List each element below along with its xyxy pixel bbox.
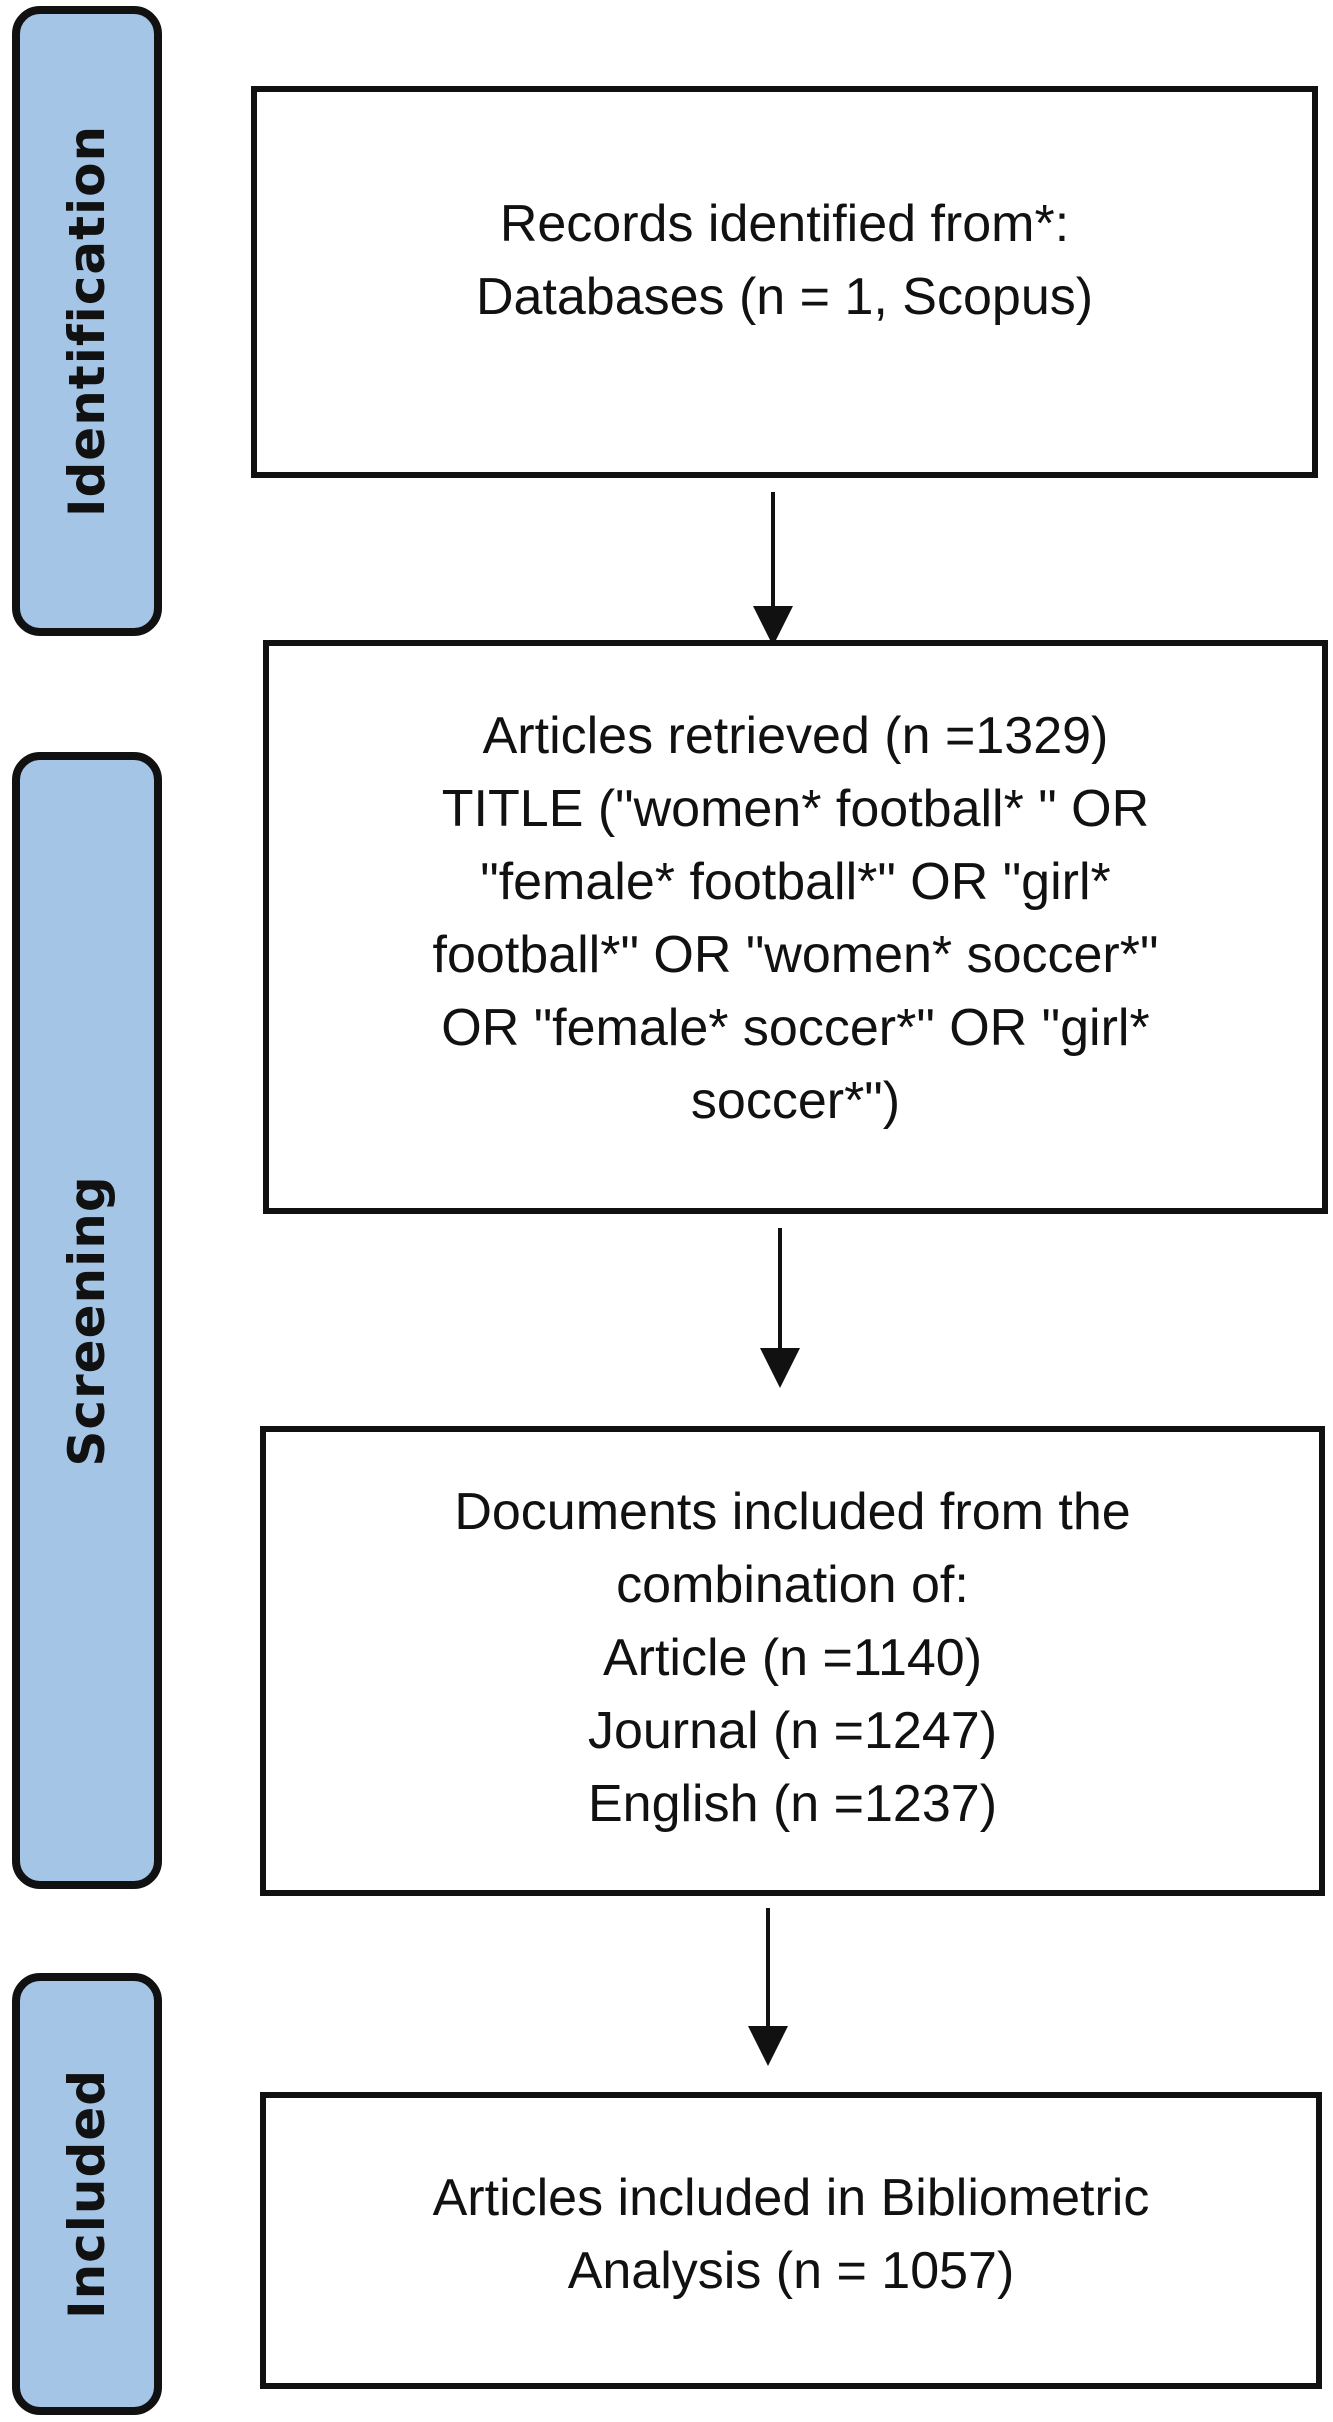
box-line: Records identified from*:: [499, 195, 1070, 253]
phase-included: Included: [12, 1973, 162, 2415]
phase-label-included: Included: [58, 2068, 116, 2320]
records-identified-box: Records identified from*: Databases (n =…: [251, 86, 1318, 478]
flow-arrow-2: [760, 1228, 800, 1388]
articles-retrieved-box: Articles retrieved (n =1329) TITLE ("wom…: [263, 640, 1328, 1214]
box-line: English (n =1237): [587, 1775, 998, 1833]
box-line: Databases (n = 1, Scopus): [475, 268, 1094, 326]
box-line: OR "female* soccer*" OR "girl*: [441, 999, 1150, 1057]
box-line: TITLE ("women* football* " OR: [441, 780, 1150, 838]
phase-label-screening: Screening: [58, 1174, 116, 1467]
box-line: football*" OR "women* soccer*": [432, 926, 1159, 984]
box-line: Documents included from the: [454, 1483, 1131, 1541]
box-line: Articles included in Bibliometric: [432, 2169, 1150, 2227]
box-line: Journal (n =1247): [587, 1702, 998, 1760]
articles-included-box: Articles included in Bibliometric Analys…: [260, 2092, 1322, 2389]
box-line: Article (n =1140): [602, 1629, 983, 1687]
documents-included-box: Documents included from the combination …: [260, 1426, 1325, 1896]
box-line: Articles retrieved (n =1329): [482, 707, 1109, 765]
box-line: Analysis (n = 1057): [567, 2242, 1015, 2300]
box-line: soccer*"): [690, 1072, 901, 1130]
phase-label-identification: Identification: [58, 124, 116, 518]
flow-arrow-1: [753, 492, 793, 646]
phase-identification: Identification: [12, 6, 162, 636]
flow-arrow-3: [748, 1908, 788, 2066]
phase-screening: Screening: [12, 752, 162, 1889]
box-line: combination of:: [616, 1556, 969, 1614]
box-line: "female* football*" OR "girl*: [480, 853, 1111, 911]
